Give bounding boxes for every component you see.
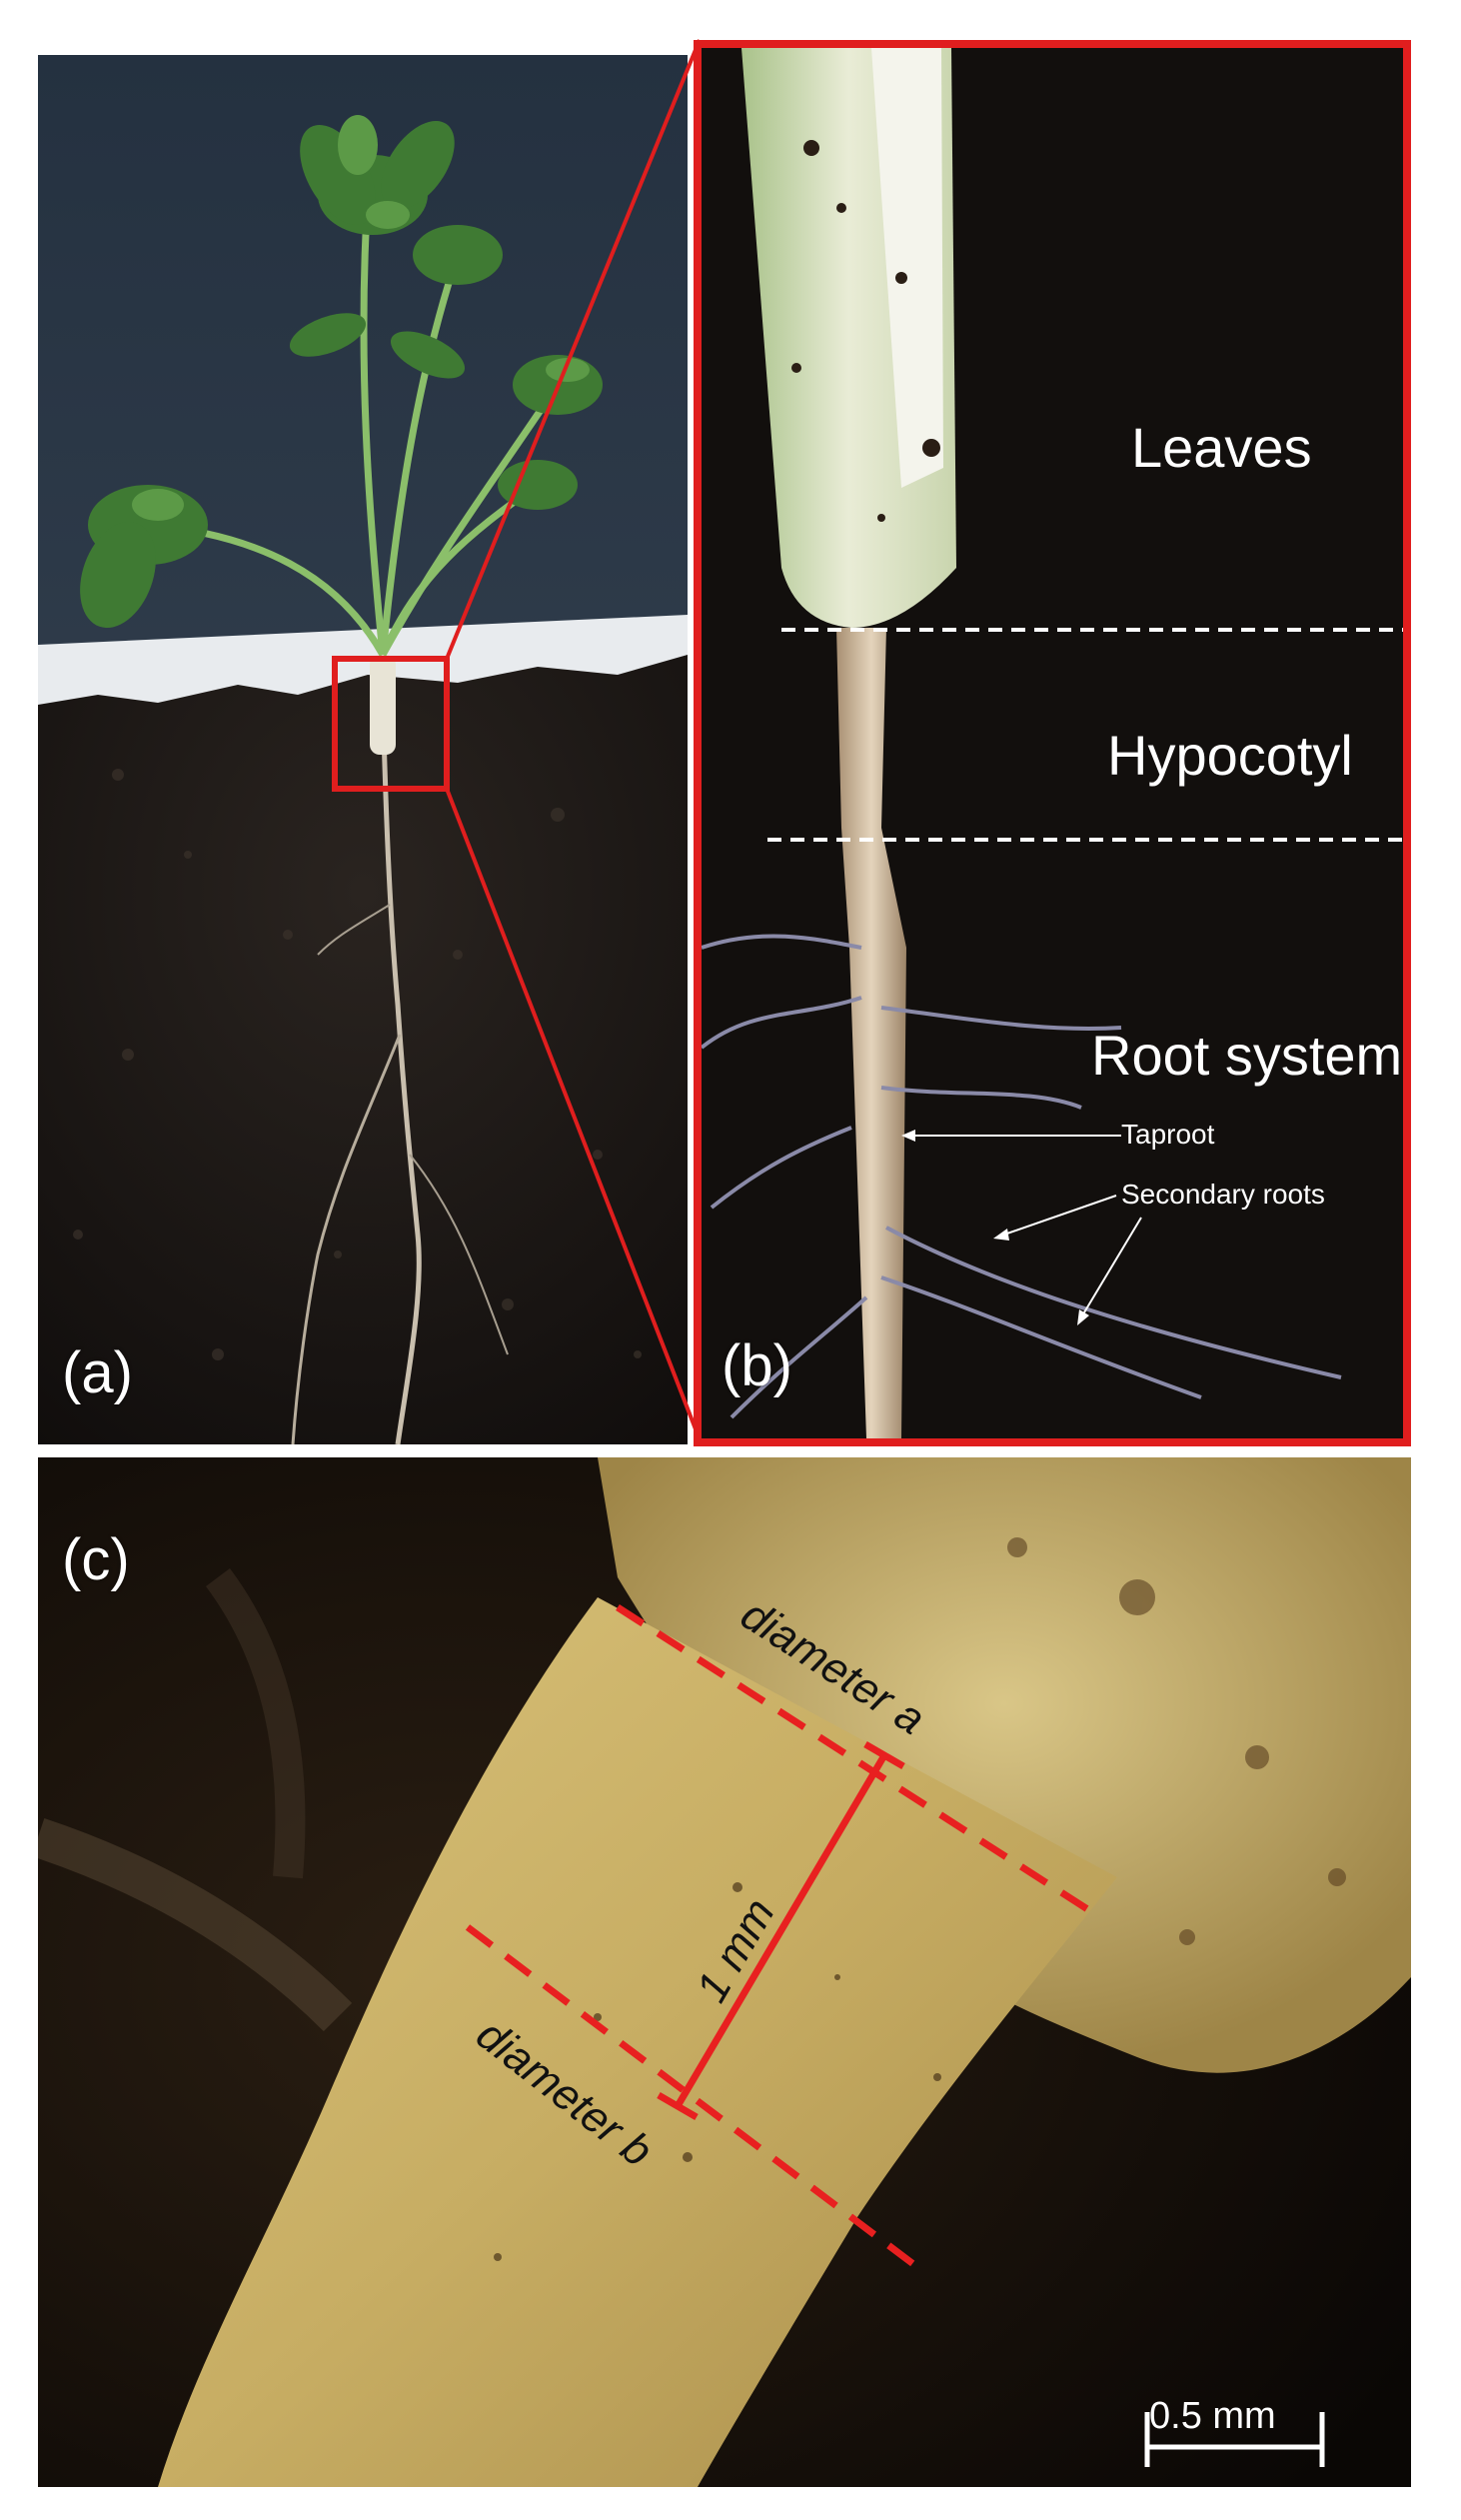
scale-bar-label: 0.5 mm xyxy=(1149,2395,1276,2437)
hypocotyl xyxy=(370,655,396,755)
hypocotyl-section xyxy=(158,1597,1117,2487)
root-system-label: Root system xyxy=(1091,1024,1403,1087)
panel-c-label: (c) xyxy=(62,1527,130,1592)
panel-a-label: (a) xyxy=(62,1340,133,1405)
hypocotyl-micrograph xyxy=(38,1457,1411,2487)
secondary-roots-label: Secondary roots xyxy=(1121,1179,1325,1210)
taproot-label: Taproot xyxy=(1121,1119,1215,1150)
secondary-roots-pointer-2 xyxy=(1080,1217,1142,1318)
hypocotyl-label: Hypocotyl xyxy=(1107,724,1353,787)
scale-bar xyxy=(1144,2412,1325,2467)
measurement-line xyxy=(674,1753,888,2108)
leaves-label: Leaves xyxy=(1131,416,1312,479)
seedling-photo xyxy=(38,55,688,1444)
panel-b-photo: Leaves Hypocotyl Root system Taproot Sec… xyxy=(694,40,1411,1446)
hypocotyl xyxy=(836,628,906,1438)
secondary-roots-pointer-1 xyxy=(1000,1195,1117,1237)
soil xyxy=(38,655,688,1444)
secondary-roots xyxy=(702,934,1342,1419)
panel-a-photo: (a) xyxy=(38,55,688,1444)
zoomed-hypocotyl-photo xyxy=(702,48,1403,1438)
panel-b-label: (b) xyxy=(722,1333,792,1398)
zoom-region-box xyxy=(332,656,450,792)
taproot xyxy=(380,694,422,1444)
leaf-base-tissue xyxy=(598,1457,1411,2073)
panel-c-micrograph: (c) diameter a diameter b 1 mm 0.5 mm xyxy=(38,1457,1411,2487)
